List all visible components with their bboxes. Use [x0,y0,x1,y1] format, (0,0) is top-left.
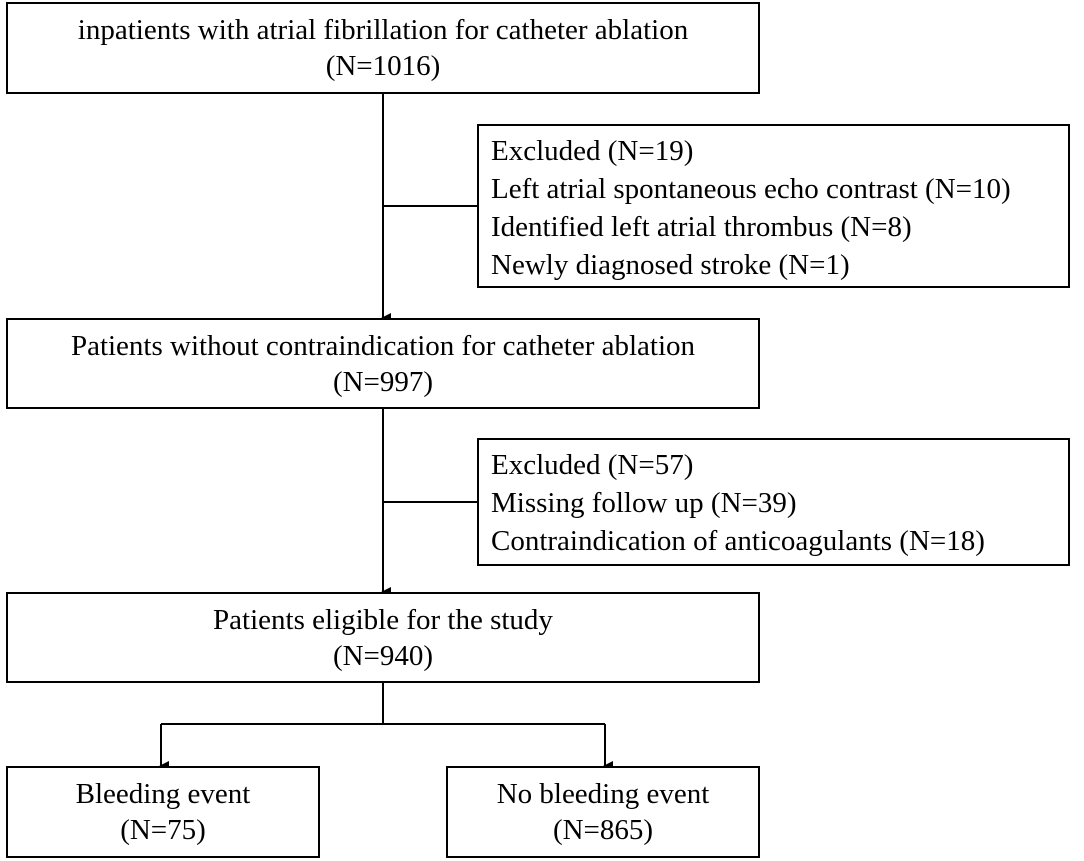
no-contraindication-count: (N=997) [332,365,434,398]
no-bleeding-event-label: No bleeding event [496,778,710,810]
exclusion2-box: Excluded (N=57) Missing follow up (N=39)… [477,438,1070,566]
bleeding-event-label: Bleeding event [75,778,251,810]
eligible-box: Patients eligible for the study (N=940) [6,592,760,683]
no-contraindication-box: Patients without contraindication for ca… [6,318,760,409]
no-contraindication-label: Patients without contraindication for ca… [70,329,696,362]
exclusion1-box: Excluded (N=19) Left atrial spontaneous … [477,124,1070,288]
no-bleeding-event-count: (N=865) [552,814,654,846]
bleeding-event-box: Bleeding event (N=75) [6,766,320,858]
exclusion2-reason-anticoagulants: Contraindication of anticoagulants (N=18… [491,525,985,557]
exclusion1-reason-echo-contrast: Left atrial spontaneous echo contrast (N… [491,173,1011,205]
initial-cohort-count: (N=1016) [325,50,441,82]
eligible-count: (N=940) [332,639,434,672]
exclusion1-reason-stroke: Newly diagnosed stroke (N=1) [491,249,850,281]
exclusion2-reason-follow-up: Missing follow up (N=39) [491,487,797,519]
eligible-label: Patients eligible for the study [213,603,553,636]
no-bleeding-event-box: No bleeding event (N=865) [446,766,760,858]
exclusion1-reason-thrombus: Identified left atrial thrombus (N=8) [491,211,912,243]
initial-cohort-box: inpatients with atrial fibrillation for … [6,2,760,94]
exclusion1-header: Excluded (N=19) [491,135,694,167]
initial-cohort-label: inpatients with atrial fibrillation for … [77,14,689,46]
bleeding-event-count: (N=75) [120,814,206,846]
exclusion2-header: Excluded (N=57) [491,449,694,481]
